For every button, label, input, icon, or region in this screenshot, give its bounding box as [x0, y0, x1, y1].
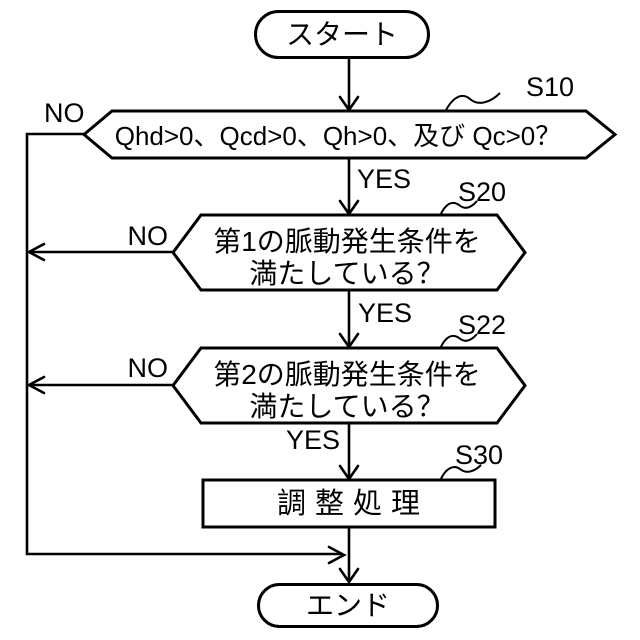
- end-terminal: [257, 583, 439, 628]
- yes-label-s22: YES: [286, 425, 340, 455]
- step-label-leaders: [439, 92, 501, 482]
- yes-label-s10: YES: [357, 164, 411, 194]
- decision-s20-text-line2: 満たしている？: [249, 258, 444, 289]
- decision-s10: [81, 109, 618, 160]
- no-label-s10: NO: [44, 98, 85, 128]
- step-label-s10: S10: [526, 72, 574, 102]
- leader-s20: [439, 200, 478, 217]
- start-terminal: [254, 10, 430, 59]
- leader-s22: [439, 333, 478, 350]
- step-label-s20: S20: [458, 177, 506, 207]
- leader-s30: [439, 464, 482, 482]
- no-label-s22: NO: [128, 353, 169, 383]
- decision-s20: [171, 213, 527, 292]
- arrowhead-right-merge: [327, 545, 347, 565]
- decision-s10-text: Qhd>0、Qcd>0、Qh>0、及び Qc>0？: [115, 121, 562, 151]
- decision-s22: [171, 346, 527, 425]
- connector-lines: [25, 58, 351, 580]
- start-label: スタート: [286, 19, 398, 50]
- decision-s20-text-line1: 第1の脈動発生条件を: [213, 226, 481, 257]
- process-s30-text: 調整処理: [277, 487, 429, 520]
- step-label-s30: S30: [455, 440, 503, 470]
- process-s30: [201, 478, 497, 529]
- no-label-s20: NO: [128, 221, 169, 251]
- arrowhead-left-rail-1: [26, 242, 46, 262]
- leader-s10: [443, 92, 501, 115]
- end-label: エンド: [306, 590, 390, 621]
- yes-label-s20: YES: [358, 298, 412, 328]
- decision-s22-text-line1: 第2の脈動発生条件を: [213, 359, 481, 390]
- connector-no-rail: [25, 132, 341, 556]
- step-label-s22: S22: [458, 310, 506, 340]
- arrowhead-down-end: [338, 567, 360, 585]
- arrowhead-left-rail-2: [26, 375, 46, 395]
- decision-s22-text-line2: 満たしている？: [249, 391, 444, 422]
